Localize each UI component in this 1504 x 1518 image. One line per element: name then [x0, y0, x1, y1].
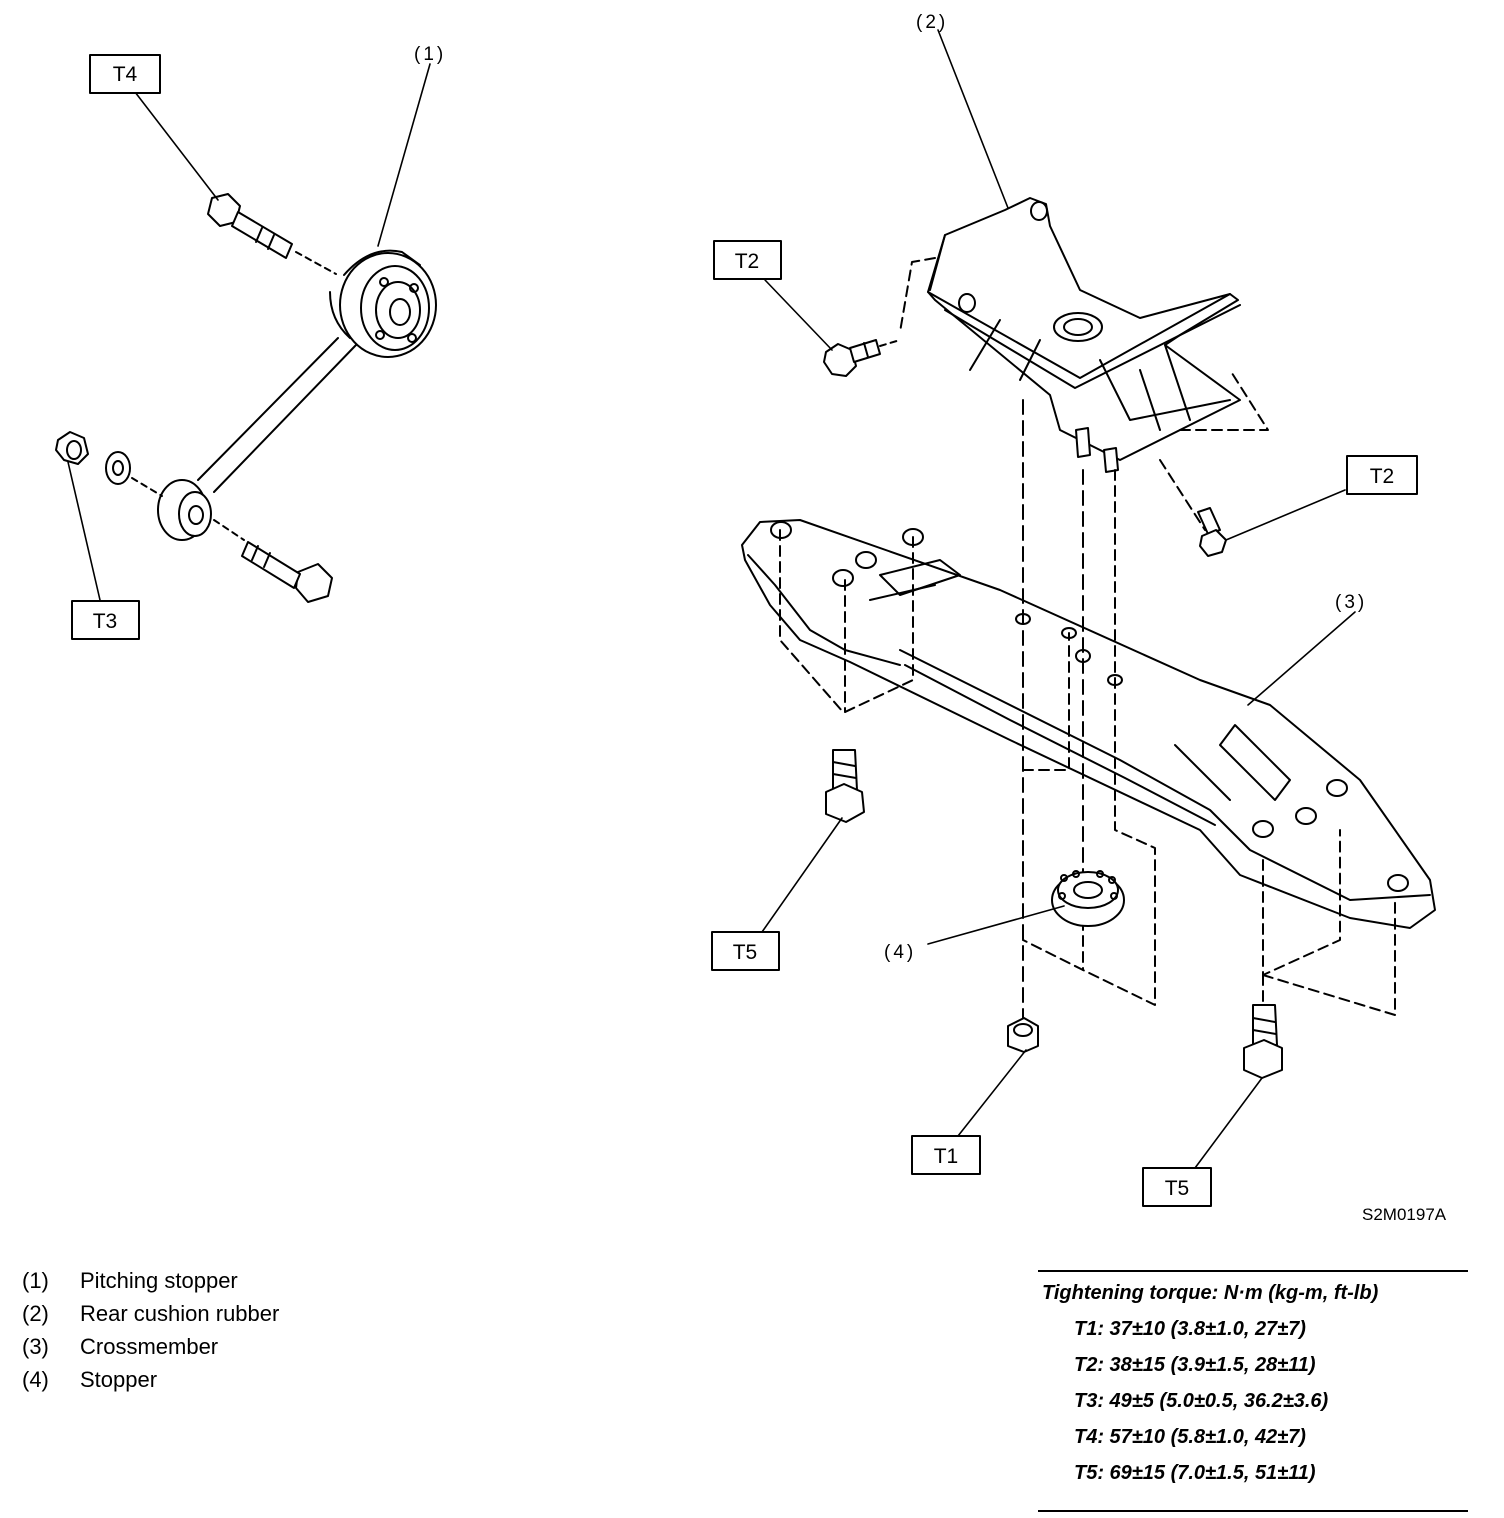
legend-item-number: (4) — [22, 1367, 49, 1392]
torque-box-t4: T4 — [89, 54, 161, 94]
svg-text:T4: T4 — [113, 63, 138, 86]
figure-id: S2M0197A — [1362, 1205, 1447, 1224]
torque-box-t5-left: T5 — [711, 931, 780, 971]
legend-item: (4) Stopper — [22, 1367, 279, 1400]
legend-item: (3) Crossmember — [22, 1334, 279, 1367]
torque-box-t1: T1 — [911, 1135, 981, 1175]
svg-text:T3: T3 — [93, 610, 118, 633]
torque-table: Tightening torque: N·m (kg-m, ft-lb) T1:… — [1038, 1270, 1468, 1512]
legend-item-label: Crossmember — [80, 1334, 219, 1359]
svg-text:T2: T2 — [735, 250, 760, 273]
t1-nut — [1007, 1017, 1039, 1053]
t2-right-bolt — [1197, 507, 1227, 557]
torque-row: T4: 57±10 (5.8±1.0, 42±7) — [1074, 1426, 1306, 1448]
crossmember — [741, 399, 1436, 1026]
svg-text:T2: T2 — [1370, 465, 1395, 488]
legend-item-label: Stopper — [80, 1367, 158, 1392]
legend-item-number: (1) — [22, 1268, 49, 1293]
t5-left-bolt — [825, 749, 865, 823]
svg-text:T5: T5 — [1165, 1177, 1190, 1200]
torque-box-t5-right: T5 — [1142, 1167, 1212, 1207]
torque-box-t2-left: T2 — [713, 240, 782, 280]
callout-4: (4) — [884, 942, 916, 963]
callout-3: (3) — [1335, 592, 1367, 613]
legend-item: (2) Rear cushion rubber — [22, 1301, 279, 1334]
legend-item-number: (2) — [22, 1301, 49, 1326]
torque-table-title: Tightening torque: N·m (kg-m, ft-lb) — [1042, 1282, 1379, 1304]
torque-row: T1: 37±10 (3.8±1.0, 27±7) — [1074, 1318, 1306, 1340]
leader-lines — [67, 29, 1356, 1169]
torque-box-t2-right: T2 — [1346, 455, 1418, 495]
torque-box-t3: T3 — [71, 600, 140, 640]
callout-2: (2) — [916, 12, 948, 33]
svg-text:T5: T5 — [733, 941, 758, 964]
svg-text:T1: T1 — [934, 1145, 959, 1168]
legend-item-label: Rear cushion rubber — [80, 1301, 280, 1326]
torque-row: T3: 49±5 (5.0±0.5, 36.2±3.6) — [1074, 1390, 1329, 1412]
t5-right-bolt — [1243, 1004, 1283, 1079]
legend-item-label: Pitching stopper — [80, 1268, 238, 1293]
parts-legend: (1) Pitching stopper (2) Rear cushion ru… — [22, 1268, 279, 1400]
legend-item-number: (3) — [22, 1334, 49, 1359]
exploded-view-diagram: T4 T3 T2 T2 T5 T1 T5 (1) (2) (3) (4) — [55, 12, 1436, 1207]
torque-row: T5: 69±15 (7.0±1.5, 51±11) — [1074, 1462, 1316, 1484]
rear-cushion-rubber — [899, 197, 1269, 531]
pitching-stopper — [55, 193, 437, 603]
t2-left-bolt — [823, 339, 901, 377]
legend-item: (1) Pitching stopper — [22, 1268, 279, 1301]
stopper-part — [1051, 870, 1125, 927]
callout-1: (1) — [414, 44, 446, 65]
torque-row: T2: 38±15 (3.9±1.5, 28±11) — [1074, 1354, 1316, 1376]
